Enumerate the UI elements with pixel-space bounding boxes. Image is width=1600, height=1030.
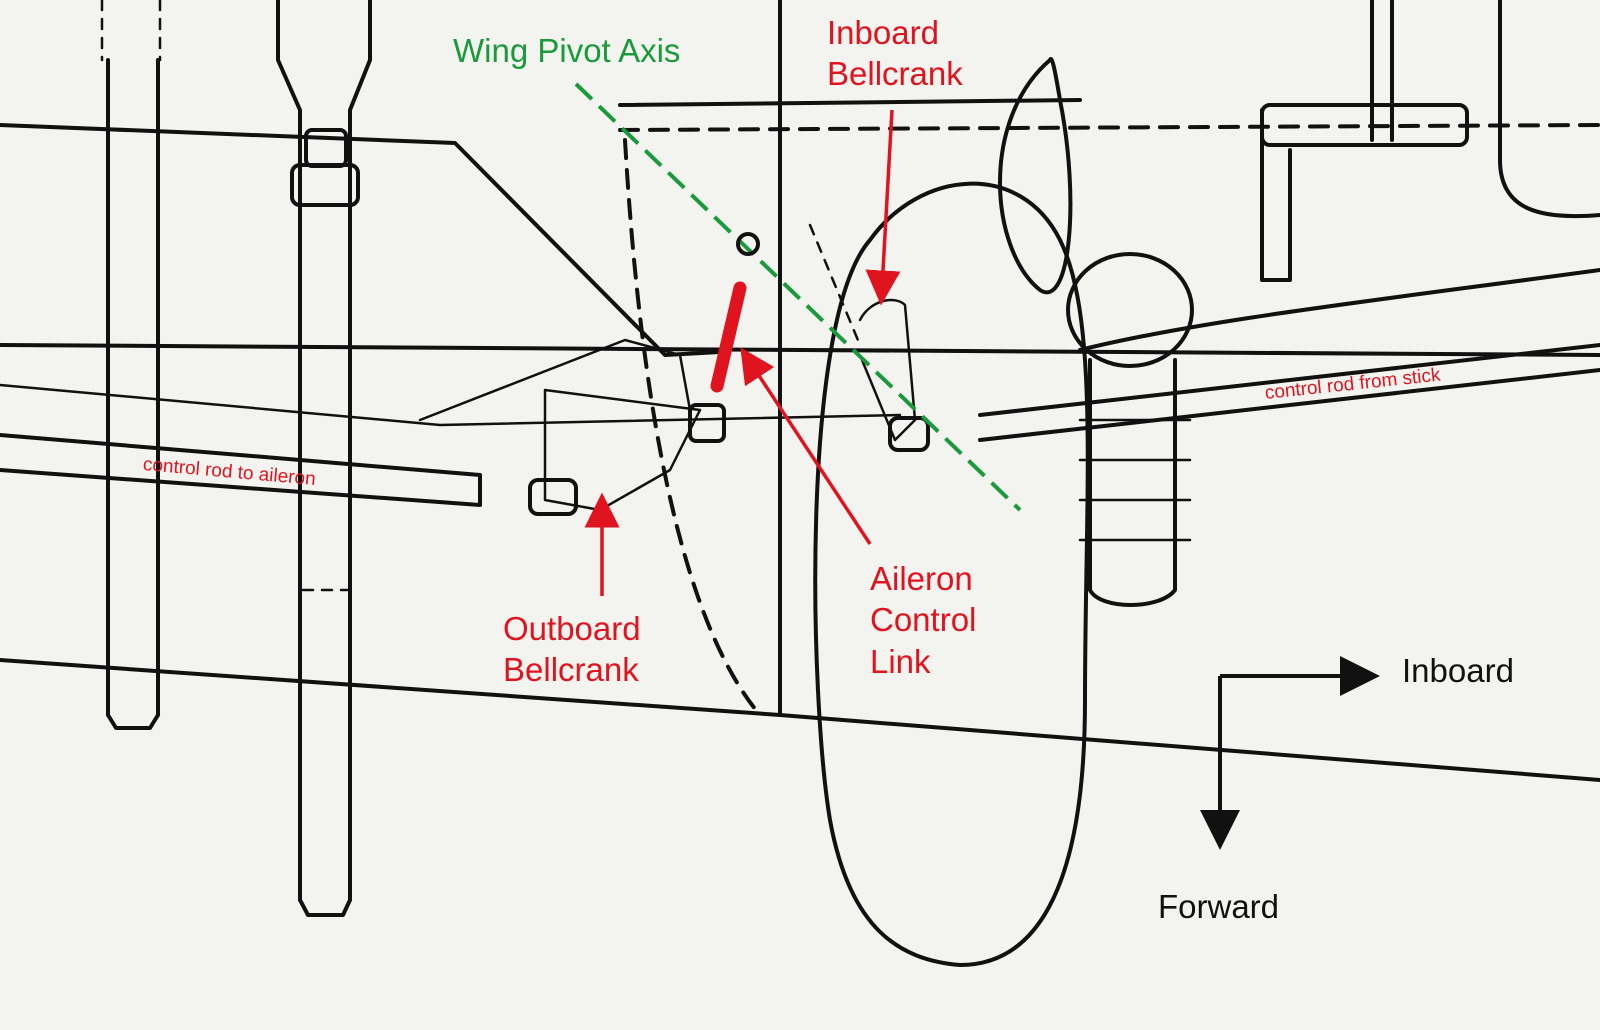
outboard-bellcrank-label-line2: Bellcrank [503, 651, 639, 689]
aileron-control-link-label: Aileron Control Link [870, 558, 976, 682]
inboard-bellcrank-label-line2: Bellcrank [827, 55, 963, 93]
aileron-control-link-label-line2: Control [870, 601, 977, 639]
wing-pivot-axis-label: Wing Pivot Axis [453, 32, 681, 69]
direction-forward-label: Forward [1158, 888, 1280, 925]
left-dashed-tube [100, 0, 162, 730]
outboard-bellcrank-label: Outboard Bellcrank [503, 608, 641, 691]
left-strut [276, 0, 372, 917]
aileron-control-link-label-line1: Aileron [870, 560, 973, 597]
top-right-crank [1260, 0, 1469, 282]
aileron-control-link-bar [710, 281, 747, 393]
inboard-bellcrank-label-line1: Inboard [827, 14, 939, 51]
outboard-bellcrank-label-line1: Outboard [503, 610, 641, 647]
aileron-control-link-label-line3: Link [870, 642, 931, 680]
direction-inboard-label: Inboard [1402, 652, 1514, 689]
inboard-bellcrank-label: Inboard Bellcrank [827, 12, 963, 95]
wing-pivot-axis-line [574, 82, 1022, 512]
